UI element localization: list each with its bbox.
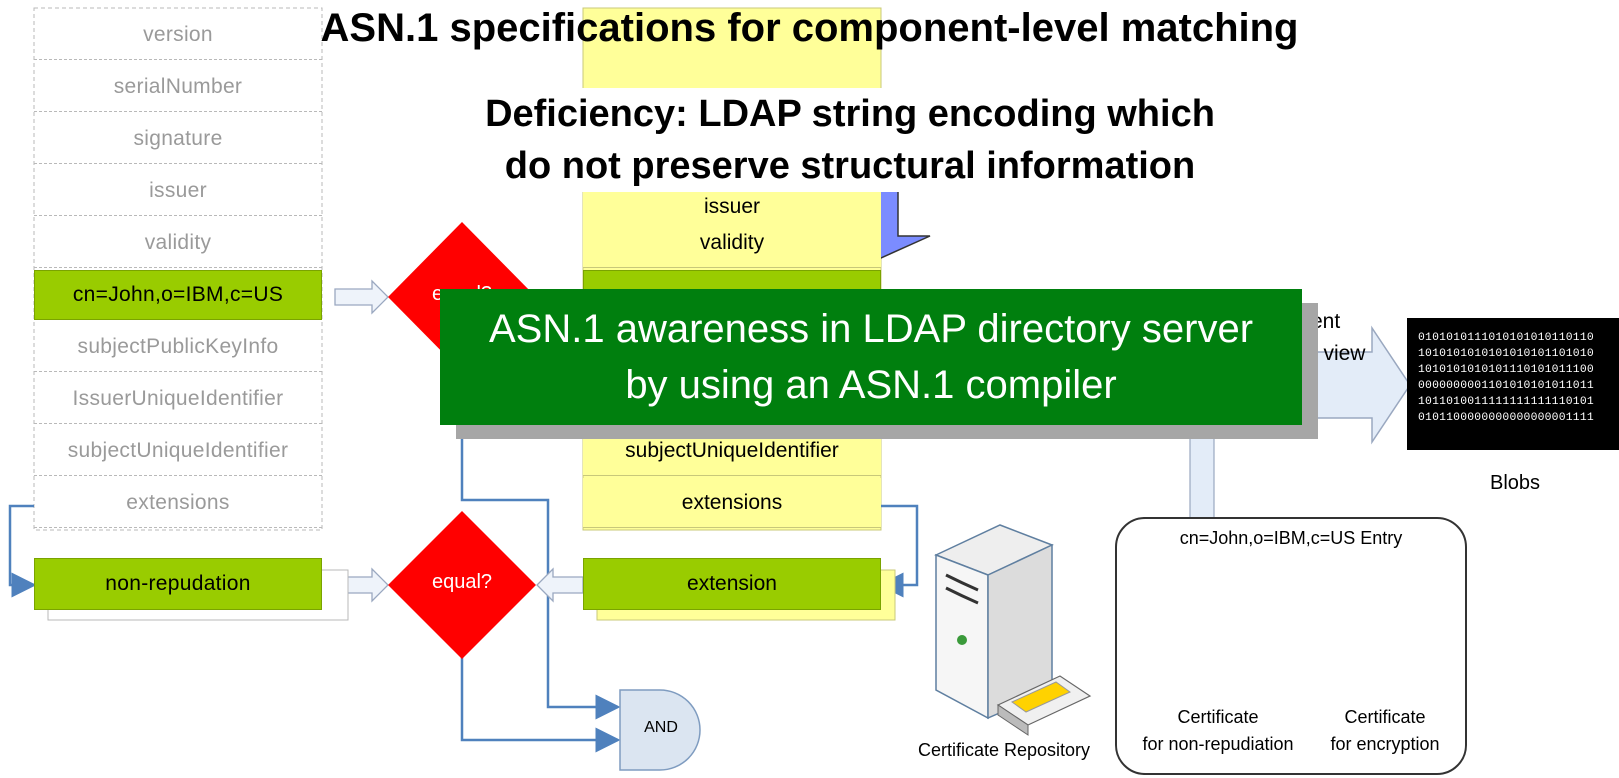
deficiency-line2: do not preserve structural information <box>504 145 1196 187</box>
left-structure-outline <box>33 7 323 531</box>
extension-box: extension <box>583 558 881 610</box>
equal-label-bottom: equal? <box>431 571 493 593</box>
connector-lines <box>8 430 919 753</box>
deficiency-line1: Deficiency: LDAP string encoding which <box>485 93 1215 135</box>
left-field-validity: validity <box>34 218 322 268</box>
banner-line2: by using an ASN.1 compiler <box>625 363 1117 407</box>
banner-line1: ASN.1 awareness in LDAP directory server <box>488 307 1254 351</box>
and-gate-label: AND <box>644 719 678 736</box>
left-field-subjectuniqueidentifier: subjectUniqueIdentifier <box>34 426 322 476</box>
entry-title: cn=John,o=IBM,c=US Entry <box>1179 528 1403 548</box>
ldap-view-label-line2: P view <box>1304 342 1366 365</box>
left-field-serialnumber: serialNumber <box>34 62 322 112</box>
blobs-label: Blobs <box>1490 472 1541 494</box>
arrow-left-field-to-equal <box>334 279 389 315</box>
left-field-issuer: issuer <box>34 166 322 216</box>
cert1-caption-line2: for non-repudiation <box>1142 734 1294 754</box>
blob-line: 0101100000000000000001111 <box>1418 412 1594 424</box>
cert2-caption-line1: Certificate <box>1344 707 1426 727</box>
asn1-awareness-banner: ASN.1 awareness in LDAP directory server… <box>440 289 1302 425</box>
left-field-issueruniqueidentifier: IssuerUniqueIdentifier <box>34 374 322 424</box>
blob-line: 0000000001101010101011011 <box>1418 380 1594 392</box>
directory-entry-box <box>1115 517 1467 775</box>
right-field-validity: validity <box>583 218 881 268</box>
left-field-extensions: extensions <box>34 478 322 528</box>
connector-extensions-to-nonrepudiation <box>8 504 37 598</box>
equal-diamond-bottom <box>388 511 536 659</box>
left-field-signature: signature <box>34 114 322 164</box>
cert1-caption-line1: Certificate <box>1177 707 1259 727</box>
blobs-box: 0101010111010101010110110 10101010101010… <box>1407 318 1619 450</box>
right-field-extensions: extensions <box>583 478 881 528</box>
blob-line: 1010101010101010101101010 <box>1418 348 1594 360</box>
left-field-subjectpublickeyinfo: subjectPublicKeyInfo <box>34 322 322 372</box>
and-gate <box>619 689 701 771</box>
slide-title: ASN.1 specifications for component-level… <box>320 6 1299 50</box>
blob-line: 0101010111010101010110110 <box>1418 332 1594 344</box>
left-field-version: version <box>34 10 322 60</box>
connector-top-equal-to-and <box>460 430 621 720</box>
connector-bottom-equal-to-and <box>460 656 621 753</box>
blob-line: 1010101010101110101011100 <box>1418 364 1594 376</box>
arrow-extension-to-equal <box>536 567 584 603</box>
cert2-caption-line2: for encryption <box>1330 734 1440 754</box>
connector-extensions-to-extension <box>878 504 919 598</box>
deficiency-callout: Deficiency: LDAP string encoding which d… <box>420 88 1280 192</box>
non-repudiation-box: non-repudation <box>34 558 322 610</box>
left-field-subject: cn=John,o=IBM,c=US <box>34 270 322 320</box>
blob-line: 1011010011111111111110101 <box>1418 396 1594 408</box>
server-icon <box>934 524 1092 736</box>
certificate-repository-label: Certificate Repository <box>917 740 1091 760</box>
